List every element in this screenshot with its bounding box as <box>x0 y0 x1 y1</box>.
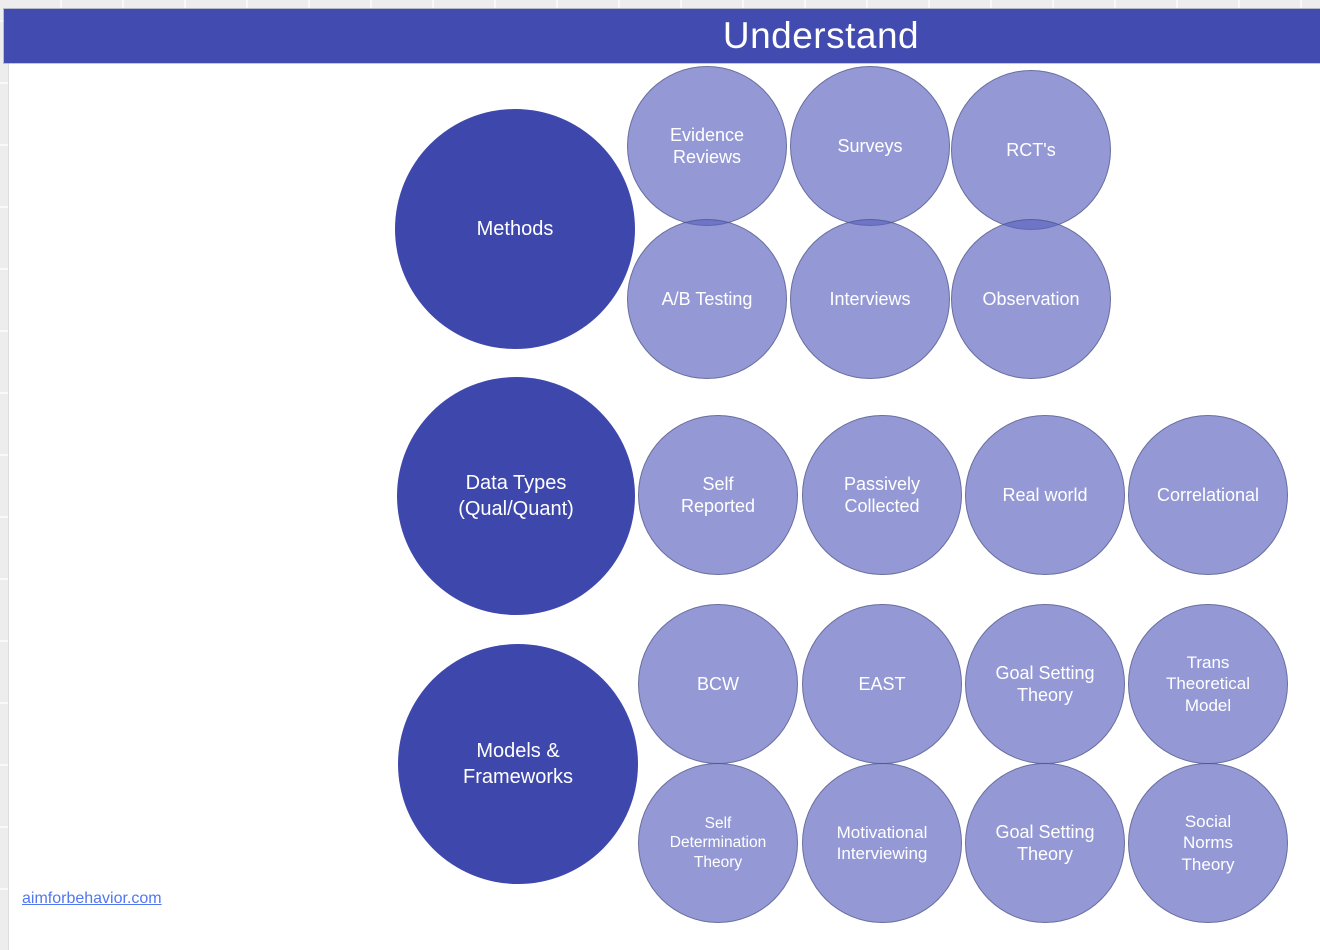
node-trans-theoretical-model: Trans Theoretical Model <box>1128 604 1288 764</box>
group-label: Data Types (Qual/Quant) <box>458 472 574 520</box>
node-observation: Observation <box>951 219 1111 379</box>
node-label: Motivational Interviewing <box>836 822 928 863</box>
group-label: Models & Frameworks <box>462 740 573 788</box>
node-label: Interviews <box>829 288 911 309</box>
node-label: Correlational <box>1156 484 1260 505</box>
node-label: Social Norms Theory <box>1181 812 1235 874</box>
node-label: Real world <box>1002 484 1088 505</box>
node-label: Surveys <box>837 135 903 156</box>
node-label: Goal Setting Theory <box>995 662 1095 706</box>
node-evidence-reviews: Evidence Reviews <box>627 66 787 226</box>
node-real-world: Real world <box>965 415 1125 575</box>
node-label: Passively Collected <box>843 473 921 517</box>
node-self-determination-theory: Self Determination Theory <box>638 763 798 923</box>
node-label: Self Determination Theory <box>669 814 767 871</box>
node-label: EAST <box>858 673 906 694</box>
node-label: Self Reported <box>680 473 756 517</box>
node-label: BCW <box>697 673 739 694</box>
node-ab-testing: A/B Testing <box>627 219 787 379</box>
node-label: RCT's <box>1006 139 1056 160</box>
page-title: Understand <box>722 15 920 56</box>
group-circle-models-frameworks: Models & Frameworks <box>398 644 638 884</box>
node-interviews: Interviews <box>790 219 950 379</box>
node-goal-setting-theory-1: Goal Setting Theory <box>965 604 1125 764</box>
node-motivational-interviewing: Motivational Interviewing <box>802 763 962 923</box>
group-circle-methods: Methods <box>395 109 635 349</box>
node-label: A/B Testing <box>661 288 753 309</box>
node-social-norms-theory: Social Norms Theory <box>1128 763 1288 923</box>
group-label: Methods <box>476 218 554 240</box>
group-circle-data-types: Data Types (Qual/Quant) <box>397 377 635 615</box>
site-link[interactable]: aimforbehavior.com <box>22 890 162 907</box>
title-banner: Understand <box>4 9 1320 63</box>
node-east: EAST <box>802 604 962 764</box>
node-label: Observation <box>982 288 1080 309</box>
node-rcts: RCT's <box>951 70 1111 230</box>
node-correlational: Correlational <box>1128 415 1288 575</box>
node-label: Evidence Reviews <box>669 124 745 168</box>
node-goal-setting-theory-2: Goal Setting Theory <box>965 763 1125 923</box>
node-label: Goal Setting Theory <box>995 821 1095 865</box>
node-passively-collected: Passively Collected <box>802 415 962 575</box>
node-surveys: Surveys <box>790 66 950 226</box>
node-bcw: BCW <box>638 604 798 764</box>
node-label: Trans Theoretical Model <box>1165 653 1251 715</box>
node-self-reported: Self Reported <box>638 415 798 575</box>
